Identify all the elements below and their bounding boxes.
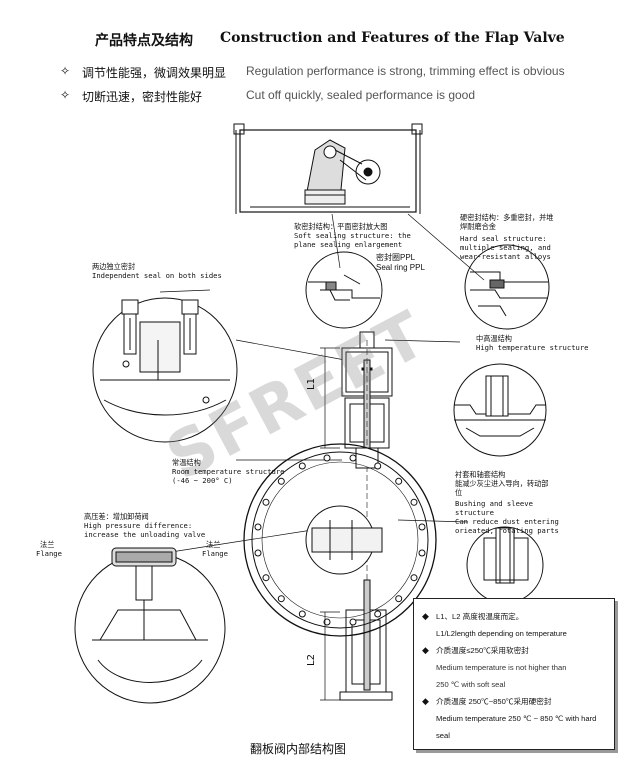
hard-seal-detail — [464, 244, 550, 330]
high-pressure-detail — [74, 547, 226, 704]
bolt-hole — [298, 462, 306, 470]
hard-seal-label-en1: Hard seal structure: — [460, 234, 547, 243]
bolt-hole — [395, 477, 403, 485]
bushing-label-en2: structure — [455, 508, 494, 517]
note-line-8: seal — [436, 731, 450, 740]
bolt-hole — [395, 595, 403, 603]
note-line-7: Medium temperature 250 ℃ ~ 850 ℃ with ha… — [436, 714, 597, 723]
high-temp-label-en: High temperature structure — [476, 343, 589, 352]
title-en: Construction and Features of the Flap Va… — [220, 30, 565, 46]
soft-seal-label-en1: Soft sealing structure: the — [294, 231, 411, 240]
bushing-label-en3: Can reduce dust entering — [455, 517, 559, 526]
bolt-hole — [254, 523, 262, 531]
soft-seal-label-cn: 软密封结构：平面密封放大图 — [294, 222, 388, 231]
flange-left-label-en: Flange — [36, 549, 62, 558]
feature-1-cn: 调节性能强，微调效果明显 — [82, 66, 227, 80]
bushing-label-en4: orieated, rotating parts — [455, 526, 559, 535]
bolt-hole — [262, 574, 270, 582]
note-line-2: L1/L2length depending on temperature — [436, 629, 567, 638]
bolt-hole — [277, 477, 285, 485]
note-line-5: 250 ℃ with soft seal — [436, 680, 506, 689]
bushing-label-cn1: 衬套和轴套结构 — [455, 470, 506, 479]
seal-ring-label-cn: 密封圈PPL — [376, 253, 416, 262]
title-cn: 产品特点及结构 — [95, 33, 193, 49]
bolt-hole — [298, 610, 306, 618]
independent-seal-detail — [92, 297, 238, 443]
flange-right-label-en: Flange — [202, 549, 228, 558]
note-line-4: Medium temperature is not higher than — [436, 663, 567, 672]
bushing-label-cn3: 位 — [455, 488, 463, 497]
notes-box: ◆L1、L2 高度视温度而定。 L1/L2length depending on… — [413, 598, 615, 750]
bushing-detail — [466, 526, 544, 604]
flange-bolt-holes — [254, 454, 426, 626]
independent-seal-label-en: Independent seal on both sides — [92, 271, 222, 280]
bolt-hole — [254, 549, 262, 557]
bolt-hole — [349, 618, 357, 626]
bolt-hole — [323, 618, 331, 626]
feature-1-en: Regulation performance is strong, trimmi… — [246, 64, 565, 78]
figure-caption: 翻板阀内部结构图 — [250, 742, 347, 756]
bolt-hole — [418, 549, 426, 557]
note-bullet-2: ◆ — [422, 645, 429, 655]
hard-seal-label-cn2: 焊耐磨合金 — [460, 222, 496, 231]
room-temp-label-cn: 常温结构 — [172, 458, 201, 467]
room-temp-label-en1: Room temperature structure — [172, 467, 285, 476]
bolt-hole — [410, 498, 418, 506]
bolt-hole — [374, 610, 382, 618]
hard-seal-label-cn1: 硬密封结构：多重密封，并堆 — [460, 213, 554, 222]
note-line-3: ◆介质温度≤250℃采用软密封 — [422, 645, 529, 655]
bolt-hole — [323, 454, 331, 462]
bolt-hole — [262, 498, 270, 506]
feature-2-en: Cut off quickly, sealed performance is g… — [246, 88, 476, 102]
room-temp-label-en2: (-46 ~ 200° C) — [172, 476, 233, 485]
high-temp-detail — [453, 363, 547, 457]
bolt-hole — [418, 523, 426, 531]
hard-seal-label-en3: wear-resistant alloys — [460, 252, 551, 261]
dimension-l2: L2 — [306, 654, 317, 666]
bolt-hole — [277, 595, 285, 603]
high-pressure-label-en1: High pressure difference: — [84, 521, 193, 530]
bushing-label-cn2: 能减少灰尘进入导向，转动部 — [455, 479, 549, 488]
valve-body-flange — [243, 443, 437, 637]
note-line-1: ◆L1、L2 高度视温度而定。 — [422, 611, 524, 621]
feature-2-cn: 切断迅速，密封性能好 — [82, 90, 203, 104]
flange-left-label-cn: 法兰 — [40, 540, 55, 549]
high-pressure-label-en2: increase the unloading valve — [84, 530, 206, 539]
feature-bullet-2: ✧ — [60, 88, 71, 102]
note-line-6: ◆介质温度 250℃~850℃采用硬密封 — [422, 696, 552, 706]
dimension-lines — [320, 347, 340, 701]
top-actuator-frame — [233, 123, 423, 214]
soft-seal-label-en2: plane sealing enlargement — [294, 240, 403, 249]
valve-stem-assembly — [339, 331, 393, 701]
independent-seal-label-cn: 两边独立密封 — [92, 262, 136, 271]
seal-ring-label-en: Seal ring PPL — [376, 263, 425, 272]
bolt-hole — [374, 462, 382, 470]
dimension-l1: L1 — [306, 378, 317, 390]
bolt-hole — [410, 574, 418, 582]
high-temp-label-cn: 中高温结构 — [476, 334, 512, 343]
feature-bullet-1: ✧ — [60, 64, 71, 78]
soft-seal-detail — [305, 251, 383, 329]
high-pressure-label-cn: 高压差：增加卸荷阀 — [84, 512, 149, 521]
bushing-label-en1: Bushing and sleeve — [455, 499, 533, 508]
note-bullet-3: ◆ — [422, 696, 429, 706]
note-bullet-1: ◆ — [422, 611, 429, 621]
hard-seal-label-en2: multiple sealing, and — [460, 243, 551, 252]
bolt-hole — [349, 454, 357, 462]
flange-right-label-cn: 法兰 — [206, 540, 221, 549]
